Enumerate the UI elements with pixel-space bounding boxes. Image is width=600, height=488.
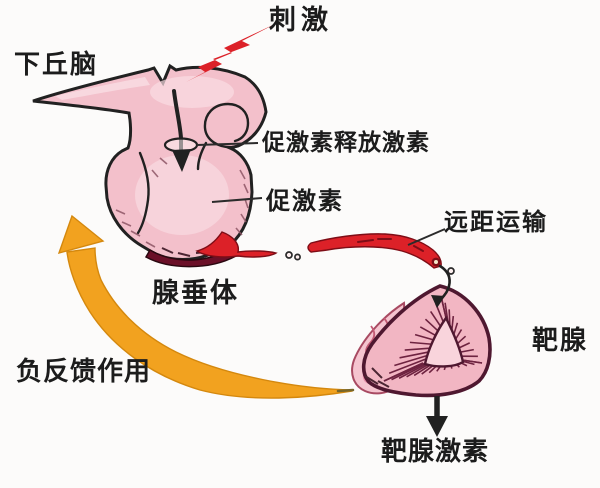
gland-entry-arrow-icon bbox=[431, 264, 451, 308]
label-target-gland: 靶腺 bbox=[532, 325, 589, 355]
label-stimulus: 刺激 bbox=[269, 5, 333, 35]
label-negative-feedback: 负反馈作用 bbox=[16, 356, 152, 386]
label-tropic-hormone: 促激素 bbox=[266, 188, 344, 215]
transport-pointer-line bbox=[407, 228, 446, 246]
label-releasing-hormone: 促激素释放激素 bbox=[262, 129, 430, 155]
pituitary-outlet-vessel-icon bbox=[144, 231, 301, 268]
label-target-gland-hormone: 靶腺激素 bbox=[381, 436, 490, 466]
tropic-hormone-pointer-line bbox=[211, 197, 263, 203]
label-anterior-pituitary: 腺垂体 bbox=[152, 278, 239, 308]
hypothalamus-pituitary-shape bbox=[32, 63, 268, 261]
transport-vessel-icon bbox=[307, 233, 455, 275]
releasing-hormone-pointer-line bbox=[196, 142, 259, 146]
target-gland-shape bbox=[361, 284, 492, 398]
feedback-arrow-icon bbox=[57, 214, 355, 399]
label-distance-transport: 远距运输 bbox=[444, 209, 548, 236]
stimulus-bolt-icon bbox=[186, 23, 277, 82]
secretion-arrow-icon bbox=[426, 396, 448, 437]
label-hypothalamus: 下丘脑 bbox=[14, 49, 99, 79]
